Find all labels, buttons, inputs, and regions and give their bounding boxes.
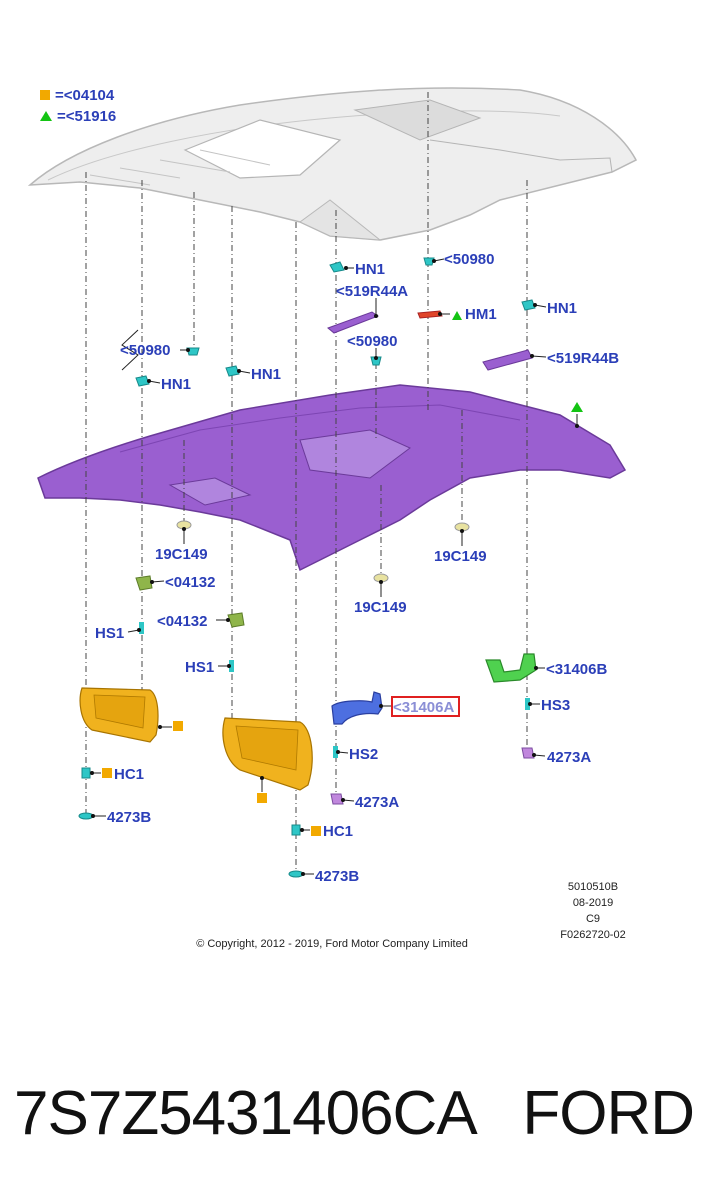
callout-50980: <50980 xyxy=(347,333,397,350)
callout-hm1: HM1 xyxy=(465,306,497,323)
bracket-icon xyxy=(227,612,245,628)
legend-square-icon xyxy=(311,826,321,836)
callout-hn1: HN1 xyxy=(251,366,281,383)
callout-4273b: 4273B xyxy=(107,809,151,826)
clip-icon xyxy=(521,299,536,311)
callout-519r44b: <519R44B xyxy=(547,350,619,367)
legend-square-icon xyxy=(40,90,50,100)
callout-hs3: HS3 xyxy=(541,697,570,714)
highlight-box xyxy=(391,696,460,717)
pointers xyxy=(90,258,579,876)
diagram-meta: 5010510B 08-2019 C9 F0262720-02 © Copyri… xyxy=(196,881,626,950)
meta-illustration-id: 5010510B xyxy=(568,881,618,893)
headliner xyxy=(37,384,627,572)
cap-icon xyxy=(78,812,94,820)
callout-19c149: 19C149 xyxy=(354,599,407,616)
callout-hn1: HN1 xyxy=(547,300,577,317)
callout-19c149: 19C149 xyxy=(155,546,208,563)
callout-4273b: 4273B xyxy=(315,868,359,885)
legend-square-icon xyxy=(102,768,112,778)
clip-icon xyxy=(329,261,345,273)
bracket-icon xyxy=(135,575,153,591)
bracket-icon xyxy=(482,349,533,371)
callout-hs1: HS1 xyxy=(185,659,214,676)
legend-triangle-label: =<51916 xyxy=(57,108,116,125)
callout-hn1: HN1 xyxy=(355,261,385,278)
legend-triangle-icon xyxy=(452,311,462,320)
clip-icon xyxy=(229,660,234,672)
callout-50980: <50980 xyxy=(120,342,170,359)
callout-4273a: 4273A xyxy=(547,749,591,766)
copyright-text: © Copyright, 2012 - 2019, Ford Motor Com… xyxy=(196,938,468,950)
callout-hc1: HC1 xyxy=(114,766,144,783)
cap-icon xyxy=(288,870,304,878)
legend-square-icon xyxy=(257,793,267,803)
grab-handle-front xyxy=(331,691,383,725)
callout-19c149: 19C149 xyxy=(434,548,487,565)
clip-icon xyxy=(423,257,435,266)
meta-date: 08-2019 xyxy=(573,897,613,909)
legend-square-icon xyxy=(173,721,183,731)
clip-icon xyxy=(225,365,240,377)
clip-icon xyxy=(186,347,200,356)
cap-icon xyxy=(330,793,344,805)
grab-handle-rear xyxy=(485,653,537,683)
clip-icon xyxy=(417,310,443,319)
callout-labels: HN1 <50980 <519R44A HM1 HN1 <519R44B <50… xyxy=(95,251,619,885)
roof-panel xyxy=(27,87,638,241)
legend-triangle-icon xyxy=(40,111,52,121)
callout-4273a: 4273A xyxy=(355,794,399,811)
part-number: 7S7Z5431406CA xyxy=(14,1078,478,1148)
callout-519r44a: <519R44A xyxy=(336,283,408,300)
clip-icon xyxy=(525,698,530,710)
meta-figure-id: F0262720-02 xyxy=(560,929,625,941)
cap-icon xyxy=(521,747,535,759)
callout-hs2: HS2 xyxy=(349,746,378,763)
clip-icon xyxy=(81,767,91,779)
legend-square-label: =<04104 xyxy=(55,87,115,104)
callout-31406a: <31406A xyxy=(393,699,454,716)
legend: =<04104 =<51916 xyxy=(40,87,116,125)
product-caption: 7S7Z5431406CA FORD xyxy=(0,1068,708,1158)
callout-50980: <50980 xyxy=(444,251,494,268)
parts xyxy=(78,257,583,878)
callout-04132: <04132 xyxy=(157,613,207,630)
callout-hs1: HS1 xyxy=(95,625,124,642)
clip-icon xyxy=(333,746,338,758)
brand-name: FORD xyxy=(522,1078,695,1148)
meta-code: C9 xyxy=(586,913,600,925)
clip-icon xyxy=(139,622,144,634)
callout-hn1: HN1 xyxy=(161,376,191,393)
callout-hc1: HC1 xyxy=(323,823,353,840)
clip-icon xyxy=(135,375,150,387)
legend-triangle-icon xyxy=(571,402,583,412)
parts-diagram: =<04104 =<51916 xyxy=(27,87,638,950)
callout-31406b: <31406B xyxy=(546,661,607,678)
clip-icon xyxy=(291,824,301,836)
callout-04132: <04132 xyxy=(165,574,215,591)
